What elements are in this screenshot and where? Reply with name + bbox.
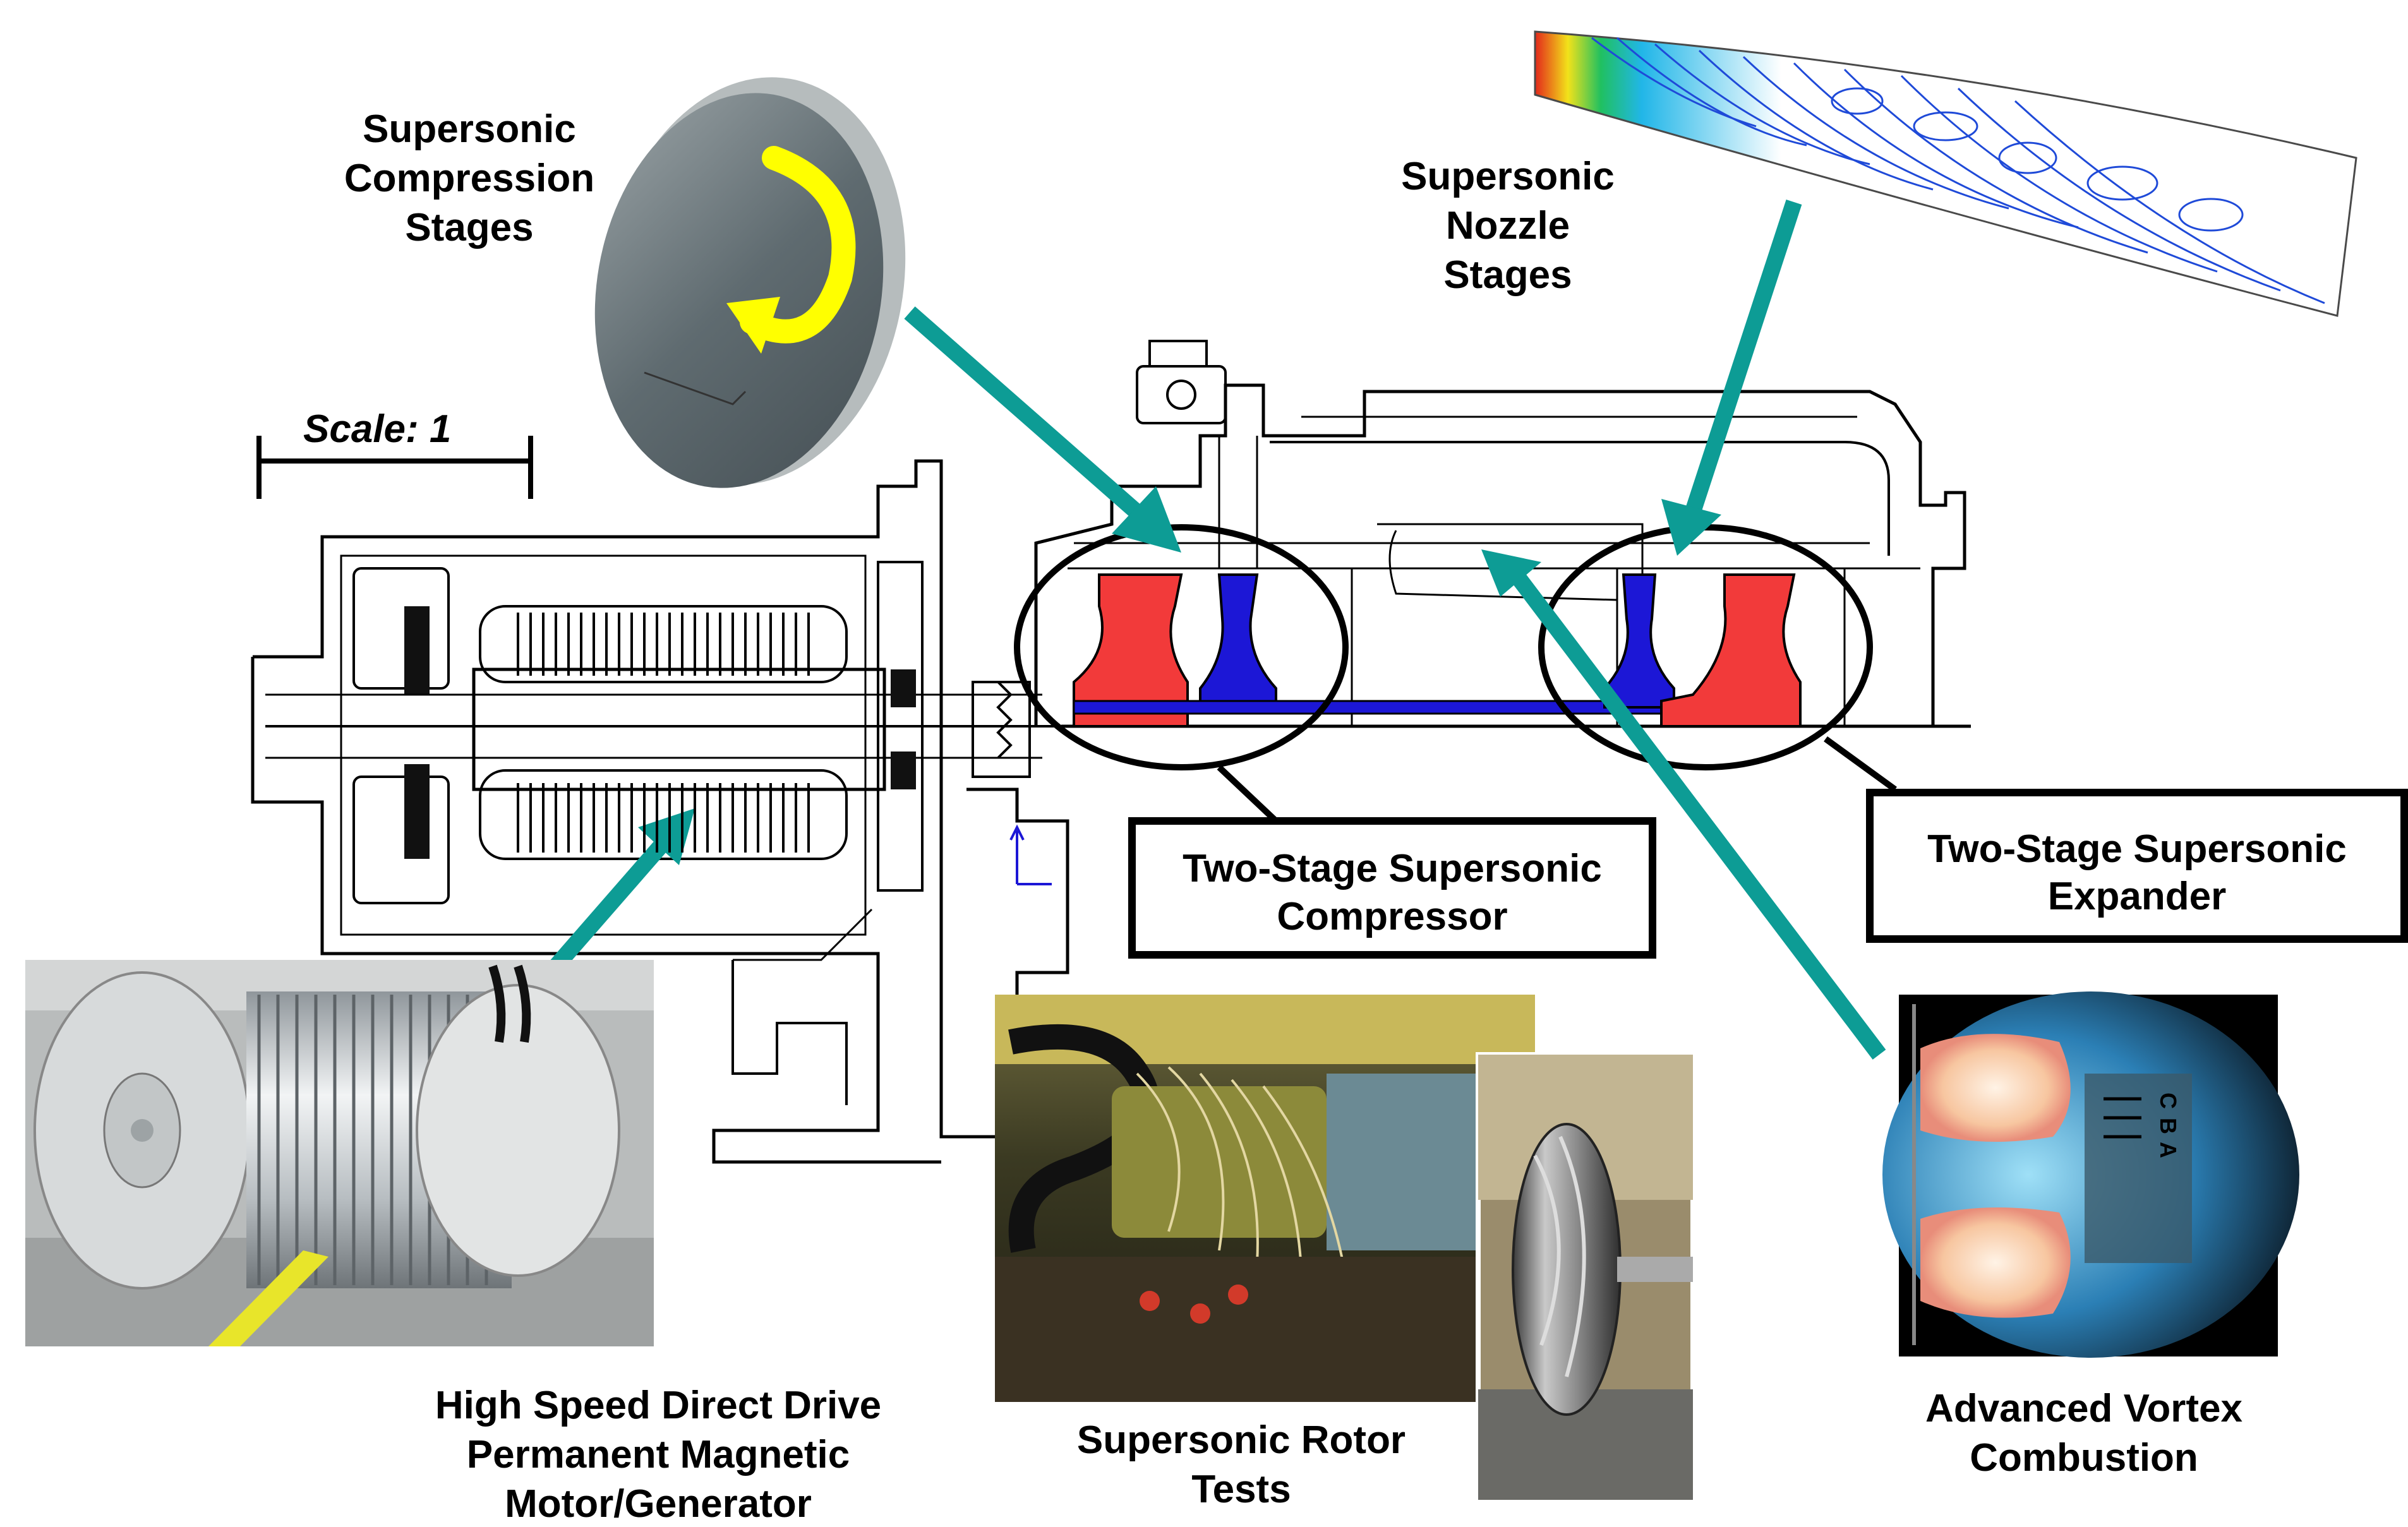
supersonic-rotor-photo	[1476, 1052, 1695, 1502]
motor-label-line1: High Speed Direct Drive	[435, 1384, 881, 1427]
compressor-rotors	[1073, 573, 1707, 728]
callout-arrows	[550, 199, 1886, 1060]
nozzle-label-line2: Nozzle	[1446, 204, 1570, 248]
rotation-arrow-icon	[740, 146, 856, 344]
axis-triad-icon	[1009, 824, 1052, 885]
nozzle-label-line1: Supersonic	[1401, 155, 1615, 198]
compression-label-line3: Stages	[405, 206, 533, 249]
vortex-label-line1: Advanced Vortex	[1925, 1387, 2242, 1430]
nozzle-label-line3: Stages	[1443, 253, 1572, 297]
combustor-mark-a: A	[2155, 1142, 2181, 1158]
expander-label-line2: Expander	[2048, 875, 2227, 918]
nozzle-arrow	[1661, 199, 1802, 556]
motor-photo	[25, 960, 654, 1346]
rotor-test-rig-photo	[995, 995, 1535, 1402]
expander-label-line1: Two-Stage Supersonic	[1927, 827, 2347, 871]
compression-disk-render	[594, 77, 906, 488]
expander-highlight-ellipse	[1538, 524, 1873, 770]
compression-arrow	[904, 306, 1181, 553]
combustor-mark-c: C	[2155, 1093, 2181, 1109]
compressor-label-line1: Two-Stage Supersonic	[1183, 847, 1602, 890]
expander-label-box	[1866, 789, 2408, 943]
compression-label-line1: Supersonic	[363, 107, 576, 151]
stator-coil-fins	[517, 613, 810, 853]
compressor-highlight-ellipse	[1014, 524, 1349, 770]
vortex-arrow	[1481, 549, 1886, 1060]
motor-arrow	[550, 808, 695, 972]
expander-rotors	[1603, 573, 1802, 728]
compressor-label-box	[1128, 817, 1656, 959]
scale-label: Scale: 1	[303, 407, 451, 451]
rotor-tests-label-line1: Supersonic Rotor	[1077, 1418, 1406, 1462]
compressor-label-line2: Compressor	[1277, 895, 1507, 938]
motor-label-line3: Motor/Generator	[505, 1482, 812, 1526]
combustor-mark-b: B	[2155, 1118, 2181, 1134]
vortex-combustion-photo: C B A	[1882, 991, 2299, 1358]
nozzle-contour-plot	[1534, 30, 2357, 317]
motor-label-line2: Permanent Magnetic	[467, 1433, 850, 1476]
scale-bar	[256, 436, 533, 499]
vortex-label-line2: Combustion	[1970, 1436, 2198, 1480]
compression-label-line2: Compression	[344, 157, 594, 200]
rotor-tests-label-line2: Tests	[1191, 1468, 1291, 1511]
